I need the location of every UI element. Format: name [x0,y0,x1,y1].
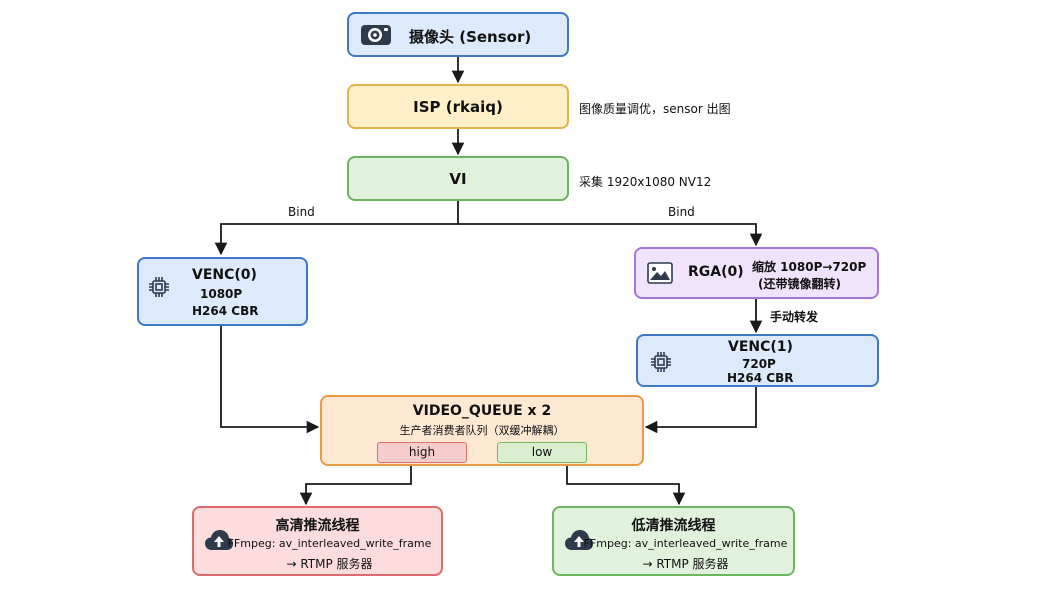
venc0-title: VENC(0) [192,267,257,283]
sensor-label: 摄像头 (Sensor) [409,28,532,46]
edge-queue-push-high [299,462,412,506]
camera-icon [361,25,391,45]
venc0-resolution: 1080P [200,287,243,301]
queue-subtitle: 生产者消费者队列（双缓冲解耦） [399,424,565,437]
push-high-rtmp: → RTMP 服务器 [286,557,373,571]
sensor-node: 摄像头 (Sensor) [347,12,569,57]
queue-title: VIDEO_QUEUE x 2 [412,403,552,419]
edge-vi-rga0 [458,223,763,247]
rga0-scale: 缩放 1080P→720P [752,260,867,274]
rga0-node: RGA(0) 缩放 1080P→720P (还带镜像翻转) [634,247,879,299]
queue-low-pill: low [497,442,587,463]
edge-venc1-queue [644,387,757,434]
cloud-upload-icon [565,530,593,550]
edge-queue-push-low [566,462,686,506]
edge-venc0-queue [220,326,320,434]
video-queue-node: VIDEO_QUEUE x 2 生产者消费者队列（双缓冲解耦） high low [320,395,644,466]
venc0-codec: H264 CBR [192,304,259,318]
push-low-rtmp: → RTMP 服务器 [642,557,729,571]
rga0-title: RGA(0) [688,264,744,280]
venc1-title: VENC(1) [728,339,793,355]
vi-node: VI [347,156,569,201]
chip-icon [651,352,671,372]
push-low-node: 低清推流线程 FFmpeg: av_interleaved_write_fram… [552,506,795,576]
push-high-ffmpeg: FFmpeg: av_interleaved_write_frame [227,537,432,550]
bind-left-label: Bind [288,205,315,219]
image-icon [647,262,673,284]
chip-icon [149,277,169,297]
vi-note: 采集 1920x1080 NV12 [579,175,712,189]
edge-vi-venc0 [214,201,459,256]
isp-note: 图像质量调优，sensor 出图 [579,102,731,116]
venc1-codec: H264 CBR [727,371,794,385]
venc0-node: VENC(0) 1080P H264 CBR [137,257,308,326]
manual-forward-label: 手动转发 [770,310,819,324]
cloud-upload-icon [205,530,233,550]
push-low-ffmpeg: FFmpeg: av_interleaved_write_frame [583,537,788,550]
venc1-node: VENC(1) 720P H264 CBR [636,334,879,387]
rga0-flip: (还带镜像翻转) [758,277,841,291]
push-low-title: 低清推流线程 [631,518,716,534]
vi-label: VI [449,170,467,188]
push-high-node: 高清推流线程 FFmpeg: av_interleaved_write_fram… [192,506,443,576]
queue-high-pill: high [377,442,467,463]
isp-label: ISP (rkaiq) [413,98,503,116]
isp-node: ISP (rkaiq) [347,84,569,129]
push-high-title: 高清推流线程 [275,518,360,534]
bind-right-label: Bind [668,205,695,219]
venc1-resolution: 720P [742,357,776,371]
